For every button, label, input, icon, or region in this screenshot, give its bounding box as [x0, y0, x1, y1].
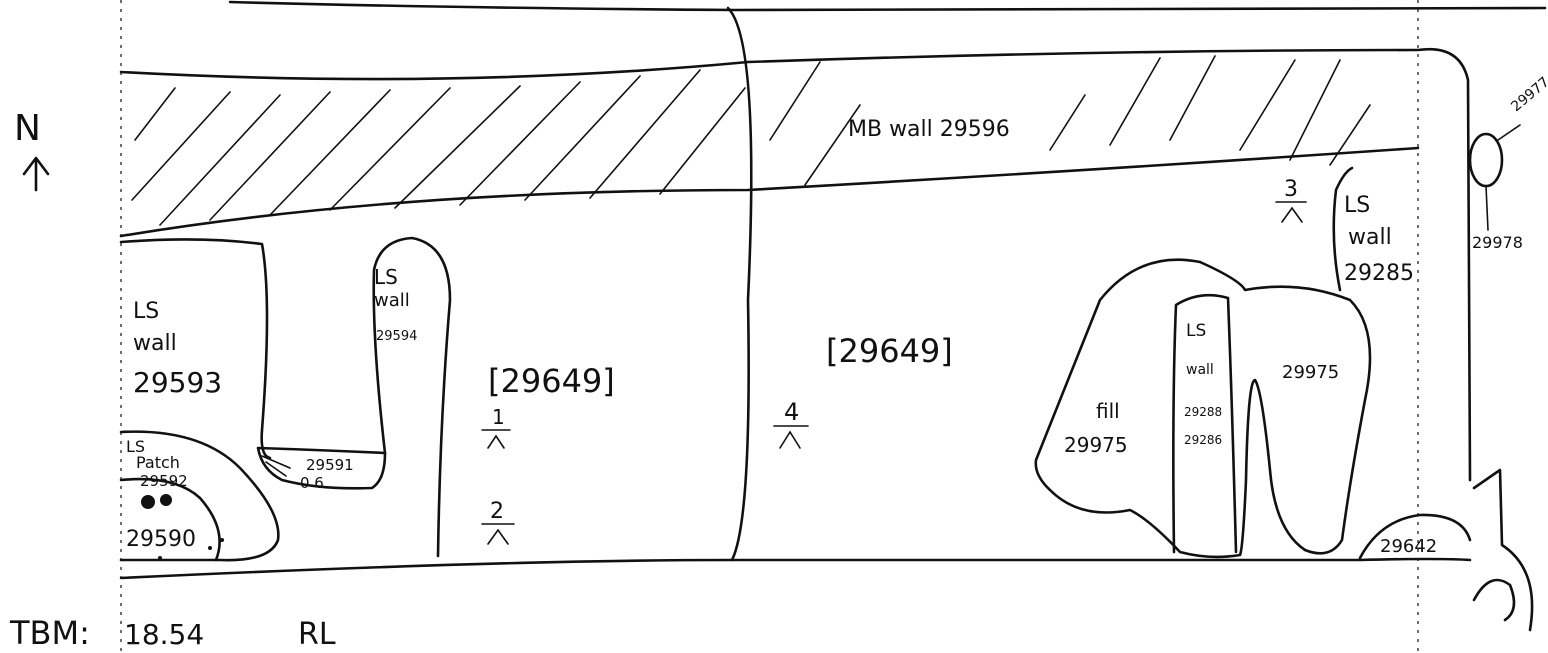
fill-number: 29975	[1064, 433, 1128, 457]
deposit-29591-hatching	[261, 455, 291, 477]
ls-wall-29285-number: 29285	[1344, 261, 1414, 286]
ls-wall-29593-number: 29593	[133, 366, 222, 399]
deposit-29590-label: 29590	[126, 527, 196, 552]
ls-patch-29592-outline	[119, 430, 280, 562]
ls-wall-29286-wall: wall	[1186, 362, 1214, 378]
ls-wall-29594-number: 29594	[376, 329, 417, 344]
deposit-29590-stones	[141, 494, 224, 560]
level-marker-3: 3	[1275, 177, 1307, 223]
tbm-value: 18.54	[124, 618, 204, 651]
ls-patch-number: 29592	[140, 472, 188, 490]
deposit-29642-outline	[1358, 513, 1472, 560]
top-edge	[228, 0, 1547, 12]
ls-wall-29594-outline	[372, 236, 452, 558]
ls-wall-29288-number: 29288	[1184, 405, 1222, 419]
ls-wall-29593-outline	[119, 238, 272, 460]
deposit-29975-label: 29975	[1282, 362, 1339, 383]
deposit-29642-label: 29642	[1380, 536, 1437, 557]
level-marker-1-number: 1	[492, 405, 505, 429]
mb-wall-label: MB wall 29596	[848, 117, 1010, 142]
deposit-29977-leader	[1497, 124, 1521, 141]
deposit-29590-outline	[119, 477, 221, 562]
deposit-29649-west: [29649]	[488, 362, 615, 400]
east-circle-outline	[1472, 578, 1516, 622]
level-marker-2-number: 2	[490, 499, 504, 524]
level-marker-1: 1	[481, 405, 511, 449]
ls-wall-29593-wall: wall	[133, 331, 177, 356]
ls-wall-29594-wall: wall	[374, 290, 410, 311]
deposit-29591-outline	[256, 446, 387, 490]
east-feature-outline	[1472, 468, 1534, 632]
deposit-29978-label: 29978	[1472, 233, 1523, 252]
ls-patch-label: Patch	[136, 453, 180, 472]
section-divider	[726, 6, 753, 562]
north-label: N	[14, 108, 41, 149]
bottom-edge	[119, 557, 1472, 580]
deposit-29977-label: 29977	[1508, 74, 1548, 115]
deposit-29591-label: 29591	[306, 456, 354, 474]
level-marker-4: 4	[773, 398, 809, 449]
deposit-29591-extra: 0 6	[300, 474, 324, 492]
ls-wall-29285-ls: LS	[1344, 193, 1370, 218]
ls-wall-29593-ls: LS	[133, 299, 159, 324]
ls-wall-29286-outline	[1172, 293, 1238, 554]
ls-wall-29285-wall: wall	[1348, 225, 1392, 250]
ls-patch-ls: LS	[126, 437, 145, 456]
deposit-29978-leader	[1485, 185, 1489, 231]
rl-label: RL	[298, 617, 336, 652]
fill-29975-outline	[1034, 258, 1372, 559]
ls-wall-29285-outline	[1332, 166, 1354, 292]
ls-wall-29286-ls: LS	[1186, 321, 1206, 341]
north-arrow-icon	[22, 156, 50, 192]
ls-wall-29286-number: 29286	[1184, 433, 1222, 447]
mb-wall-south-edge	[119, 146, 1420, 238]
level-marker-3-number: 3	[1284, 177, 1298, 202]
tbm-label: TBM:	[9, 614, 90, 652]
level-marker-2: 2	[481, 499, 515, 545]
fill-label: fill	[1096, 399, 1120, 423]
deposit-29649-east: [29649]	[826, 332, 953, 370]
north-section-edge	[119, 47, 1472, 482]
level-marker-4-number: 4	[784, 398, 799, 426]
ls-wall-29594-ls: LS	[374, 265, 398, 289]
deposit-29978-outline	[1468, 132, 1504, 188]
mb-wall-hatching	[131, 55, 1371, 226]
